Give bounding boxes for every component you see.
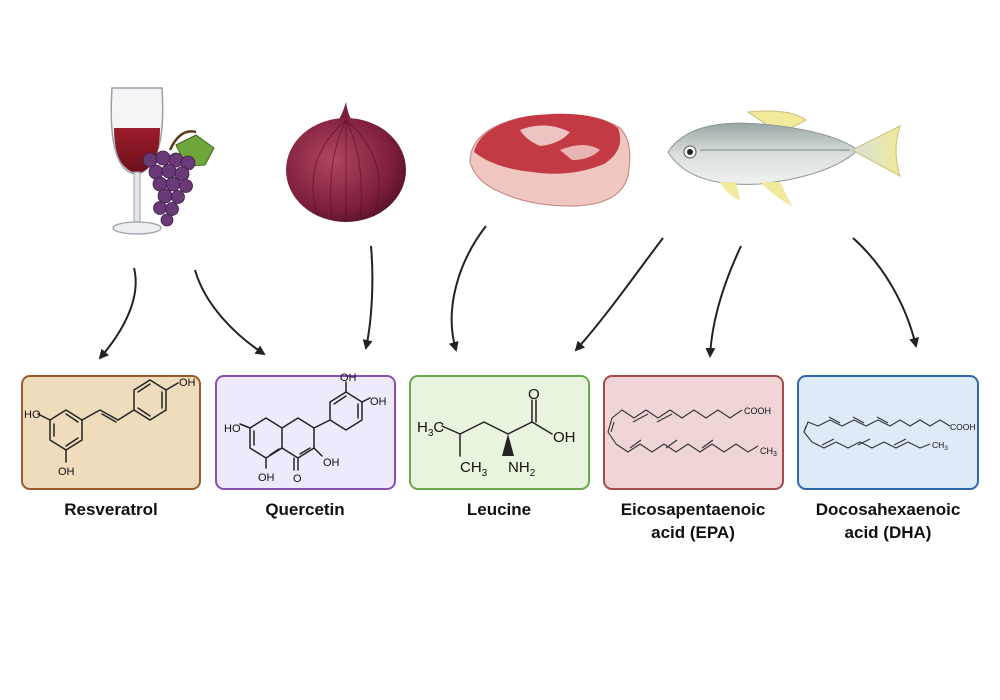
epa-structure bbox=[607, 409, 759, 453]
arrow-fish-to-leucine bbox=[574, 237, 664, 352]
epa-atom-cooh: COOH bbox=[744, 406, 771, 416]
compound-card-resveratrol: OH HO OH Resveratrol bbox=[21, 375, 201, 519]
quercetin-atom-oh-5: OH bbox=[258, 472, 275, 484]
leucine-atom-nh2: NH2 bbox=[508, 459, 536, 479]
quercetin-atom-oh-right: OH bbox=[370, 396, 387, 408]
dha-atom-ch3: CH3 bbox=[932, 440, 948, 452]
resveratrol-label: Resveratrol bbox=[64, 500, 158, 519]
compound-card-dha: COOH CH3 Docosahexaenoic acid (DHA) bbox=[797, 375, 979, 542]
compound-card-leucine: H3C CH3 O OH NH2 Leucine bbox=[409, 375, 590, 519]
leucine-box bbox=[409, 375, 590, 490]
arrow-wine-to-resveratrol bbox=[98, 267, 137, 360]
leucine-label: Leucine bbox=[467, 500, 531, 519]
leucine-atom-ch3: CH3 bbox=[460, 459, 488, 479]
dha-label-line1: Docosahexaenoic bbox=[816, 500, 961, 519]
resveratrol-atom-oh-bottom: OH bbox=[58, 466, 75, 478]
quercetin-structure bbox=[239, 381, 371, 471]
compound-card-epa: COOH CH3 Eicosapentaenoic acid (EPA) bbox=[603, 375, 784, 542]
epa-label-line1: Eicosapentaenoic bbox=[621, 500, 766, 519]
arrow-fish-to-epa bbox=[705, 245, 742, 358]
fish-icon bbox=[667, 110, 901, 206]
arrow-fish-to-dha bbox=[852, 237, 919, 348]
quercetin-atom-ho-left: HO bbox=[224, 423, 241, 435]
epa-box bbox=[603, 375, 784, 490]
steak-icon bbox=[469, 113, 631, 207]
quercetin-atom-oh-top: OH bbox=[340, 372, 357, 384]
epa-atom-ch3: CH3 bbox=[760, 446, 777, 458]
dha-box bbox=[797, 375, 979, 490]
red-onion-icon bbox=[286, 102, 406, 222]
resveratrol-atom-ho-left: HO bbox=[24, 409, 41, 421]
leucine-structure bbox=[441, 399, 553, 457]
arrow-onion-to-quercetin bbox=[362, 245, 374, 350]
leucine-atom-o: O bbox=[528, 386, 540, 403]
compound-card-quercetin: OH OH HO OH OH O Quercetin bbox=[215, 372, 396, 519]
quercetin-atom-o-keto: O bbox=[293, 473, 302, 485]
dha-atom-cooh: COOH bbox=[950, 422, 976, 432]
resveratrol-box bbox=[21, 375, 201, 490]
arrow-meat-to-leucine bbox=[448, 225, 487, 352]
quercetin-atom-oh-3: OH bbox=[323, 457, 340, 469]
leucine-atom-oh: OH bbox=[553, 429, 576, 446]
arrow-wine-to-quercetin bbox=[194, 269, 266, 356]
dha-label-line2: acid (DHA) bbox=[845, 523, 932, 542]
epa-label-line2: acid (EPA) bbox=[651, 523, 735, 542]
quercetin-box bbox=[215, 375, 396, 490]
arrows bbox=[98, 225, 919, 360]
dha-structure bbox=[803, 416, 951, 449]
resveratrol-structure bbox=[37, 379, 179, 463]
wine-glass-grapes-icon bbox=[110, 87, 215, 235]
leucine-atom-h3c: H3C bbox=[417, 419, 444, 439]
quercetin-label: Quercetin bbox=[265, 500, 344, 519]
resveratrol-atom-oh-top: OH bbox=[179, 377, 196, 389]
